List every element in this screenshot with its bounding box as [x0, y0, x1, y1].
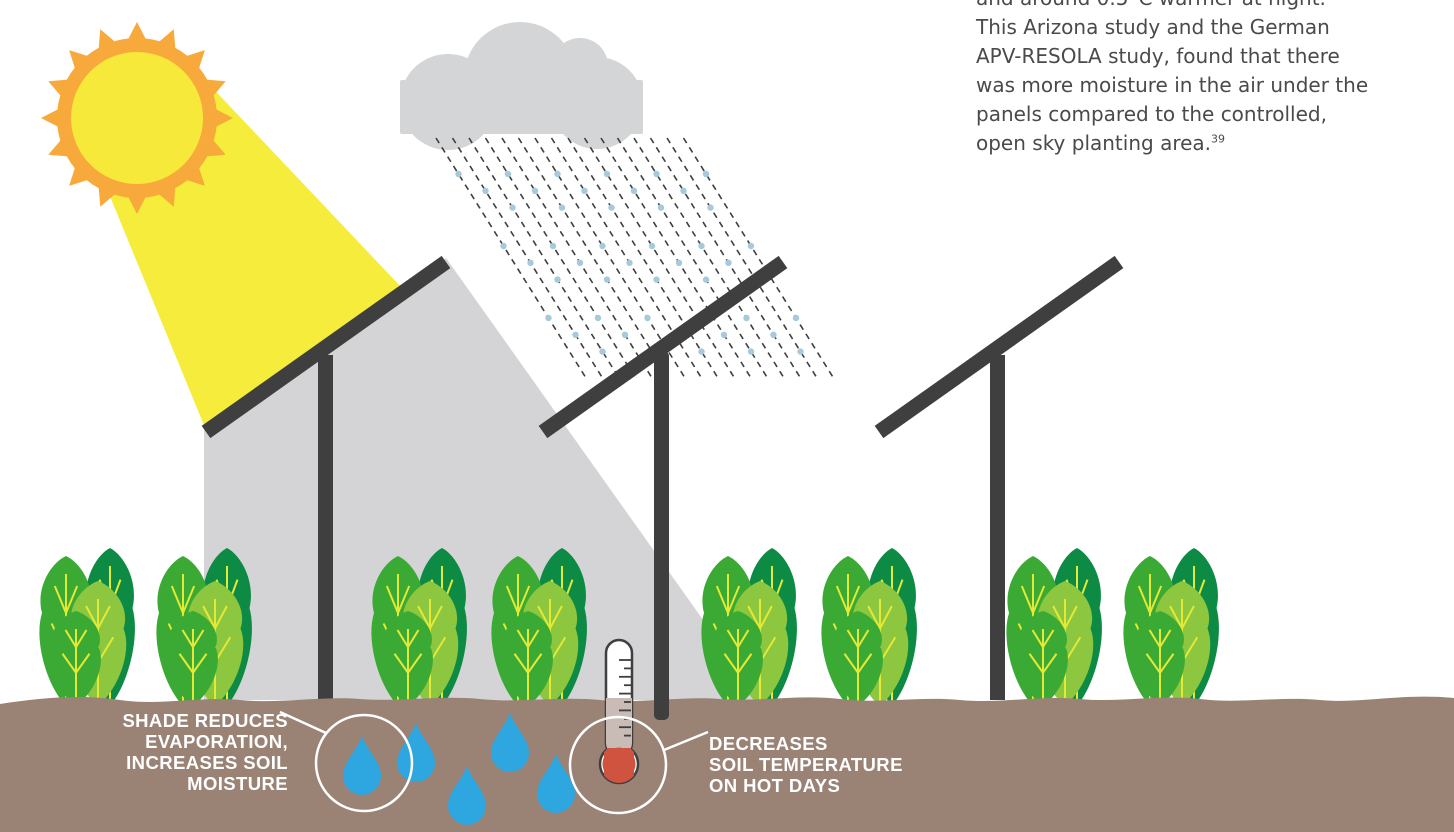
raindrop [680, 187, 687, 194]
rain-streak [468, 137, 620, 379]
raindrop [500, 242, 507, 250]
leaf-vein [843, 629, 873, 706]
solar-panel-2 [538, 255, 788, 720]
raindrop [504, 170, 512, 178]
raindrop [599, 242, 606, 250]
moisture-callout-leader [279, 710, 327, 735]
para-line: was more moisture in the air under the [976, 73, 1369, 97]
solar-panel-1 [201, 255, 451, 705]
raindrop [657, 204, 665, 211]
leaf-vein [61, 629, 91, 706]
temperature-callout-label: DECREASES SOIL TEMPERATURE ON HOT DAYS [709, 733, 903, 796]
rain-streak [501, 137, 653, 379]
water-drops [343, 713, 575, 825]
moisture-callout-circle [314, 713, 414, 813]
raindrop [747, 242, 755, 250]
leaf-vein [723, 629, 753, 706]
raindrop [603, 276, 611, 283]
raindrop [558, 204, 566, 211]
rain-streak [682, 137, 835, 379]
raindrop [482, 187, 489, 194]
raindrop [531, 187, 539, 194]
raindrop [698, 348, 705, 355]
leaf-vein [393, 629, 423, 706]
raindrop [653, 170, 660, 178]
water-drop-icon [397, 723, 435, 782]
rain-streak [666, 137, 818, 379]
para-line: open sky planting area.39 [976, 131, 1226, 155]
sun-icon [41, 22, 233, 214]
raindrop [509, 204, 516, 211]
raindrop [648, 242, 656, 250]
leaf-vein [1028, 629, 1058, 706]
rain-streaks [435, 137, 835, 379]
raindrop [707, 204, 714, 211]
raindrop [581, 187, 588, 194]
raindrop [797, 348, 804, 355]
rain-streak [633, 137, 785, 379]
raindrop [599, 348, 606, 355]
raindrop [603, 170, 611, 178]
panel-2-post-base [654, 690, 669, 720]
raindrop [743, 314, 750, 322]
rain-streak [484, 137, 637, 379]
thermometer-icon [598, 638, 640, 785]
rain-streak [583, 137, 736, 379]
rain-streak [567, 137, 719, 379]
rain-streak [600, 137, 752, 379]
water-drop-icon [537, 754, 575, 813]
rain-streak [451, 137, 604, 379]
raindrop [549, 242, 557, 250]
para-line: APV-RESOLA study, found that there [976, 44, 1340, 68]
raindrop [554, 276, 561, 283]
leaf-vein [513, 629, 543, 706]
raindrop [545, 314, 552, 322]
raindrop [644, 314, 651, 322]
raindrop [770, 331, 777, 338]
raindrop [621, 331, 629, 338]
raindrop [675, 259, 683, 266]
leaf-vein [178, 629, 208, 706]
leaf-vein [1145, 629, 1175, 706]
water-drop-icon [343, 736, 381, 795]
rain-streak [649, 137, 802, 379]
moisture-callout-label: SHADE REDUCES EVAPORATION, INCREASES SOI… [122, 710, 288, 794]
raindrop [608, 204, 615, 211]
raindrop [576, 259, 584, 266]
panel-shade [204, 258, 760, 700]
raindrop [653, 276, 660, 283]
raindrop [630, 187, 638, 194]
para-line: and around 0.5˚C warmer at night.38 [976, 0, 1340, 10]
rain-streak [616, 137, 769, 379]
raindrop [455, 170, 462, 178]
rain-streak [534, 137, 686, 379]
raindrop [702, 170, 710, 178]
raindrop [572, 331, 579, 338]
temperature-callout-circle [568, 715, 668, 815]
raindrop [698, 242, 705, 250]
soil-ground [0, 696, 1454, 832]
crop-rows [39, 548, 1219, 706]
rain-streak [517, 137, 670, 379]
para-line: panels compared to the controlled, [976, 102, 1327, 126]
para-line: This Arizona study and the German [976, 15, 1330, 39]
raindrop [747, 348, 755, 355]
water-drop-icon [448, 766, 486, 825]
raindrop [554, 170, 561, 178]
raindrop [720, 331, 728, 338]
rain-streak [435, 137, 587, 379]
rain-cloud-icon [400, 22, 643, 150]
raindrop [702, 276, 710, 283]
solar-panel-3 [874, 255, 1124, 700]
raindrop [594, 314, 602, 322]
raindrop [626, 259, 633, 266]
raindrop [725, 259, 732, 266]
raindrop [527, 259, 534, 266]
water-drop-icon [491, 713, 529, 772]
temperature-callout-leader [663, 730, 709, 752]
body-paragraph: and around 0.5˚C warmer at night.38 This… [976, 0, 1446, 158]
raindrop [792, 314, 800, 322]
